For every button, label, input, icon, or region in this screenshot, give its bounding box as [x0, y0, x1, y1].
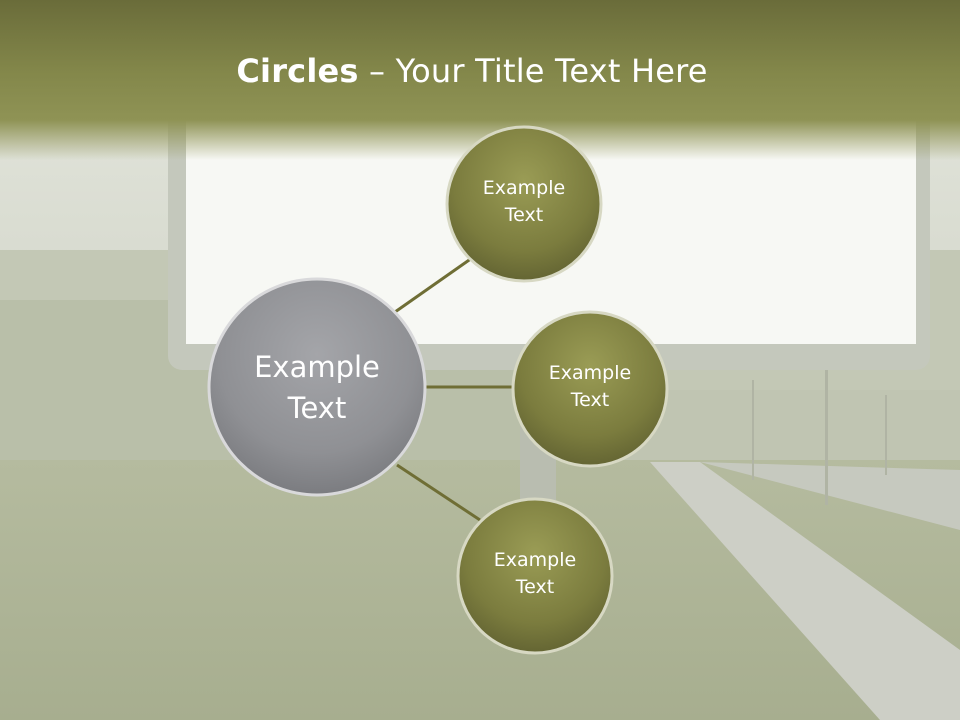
node-circle-bottom: [456, 497, 614, 655]
node-top-line1: Example: [482, 177, 566, 199]
connector-line-top: [394, 256, 473, 314]
node-top-line2: Text: [504, 203, 544, 226]
node-label-middle: Example Text: [520, 360, 660, 413]
title-bold: Circles: [236, 52, 359, 90]
node-middle-line1: Example: [548, 362, 632, 384]
center-node-label: Example Text: [217, 347, 417, 428]
center-circle: [207, 277, 427, 497]
slide-title: Circles – Your Title Text Here: [0, 52, 944, 90]
node-bottom-line2: Text: [515, 575, 555, 598]
node-middle-line2: Text: [570, 388, 610, 411]
center-line1: Example: [254, 350, 380, 384]
node-label-bottom: Example Text: [465, 547, 605, 600]
node-label-top: Example Text: [454, 175, 594, 228]
node-circle-top: [445, 125, 603, 283]
center-line2: Text: [287, 390, 347, 425]
title-band: [0, 0, 960, 160]
node-bottom-line1: Example: [493, 549, 577, 571]
node-circle-middle: [511, 310, 669, 468]
title-rest: – Your Title Text Here: [358, 52, 708, 90]
connector-line-bottom: [396, 463, 481, 522]
